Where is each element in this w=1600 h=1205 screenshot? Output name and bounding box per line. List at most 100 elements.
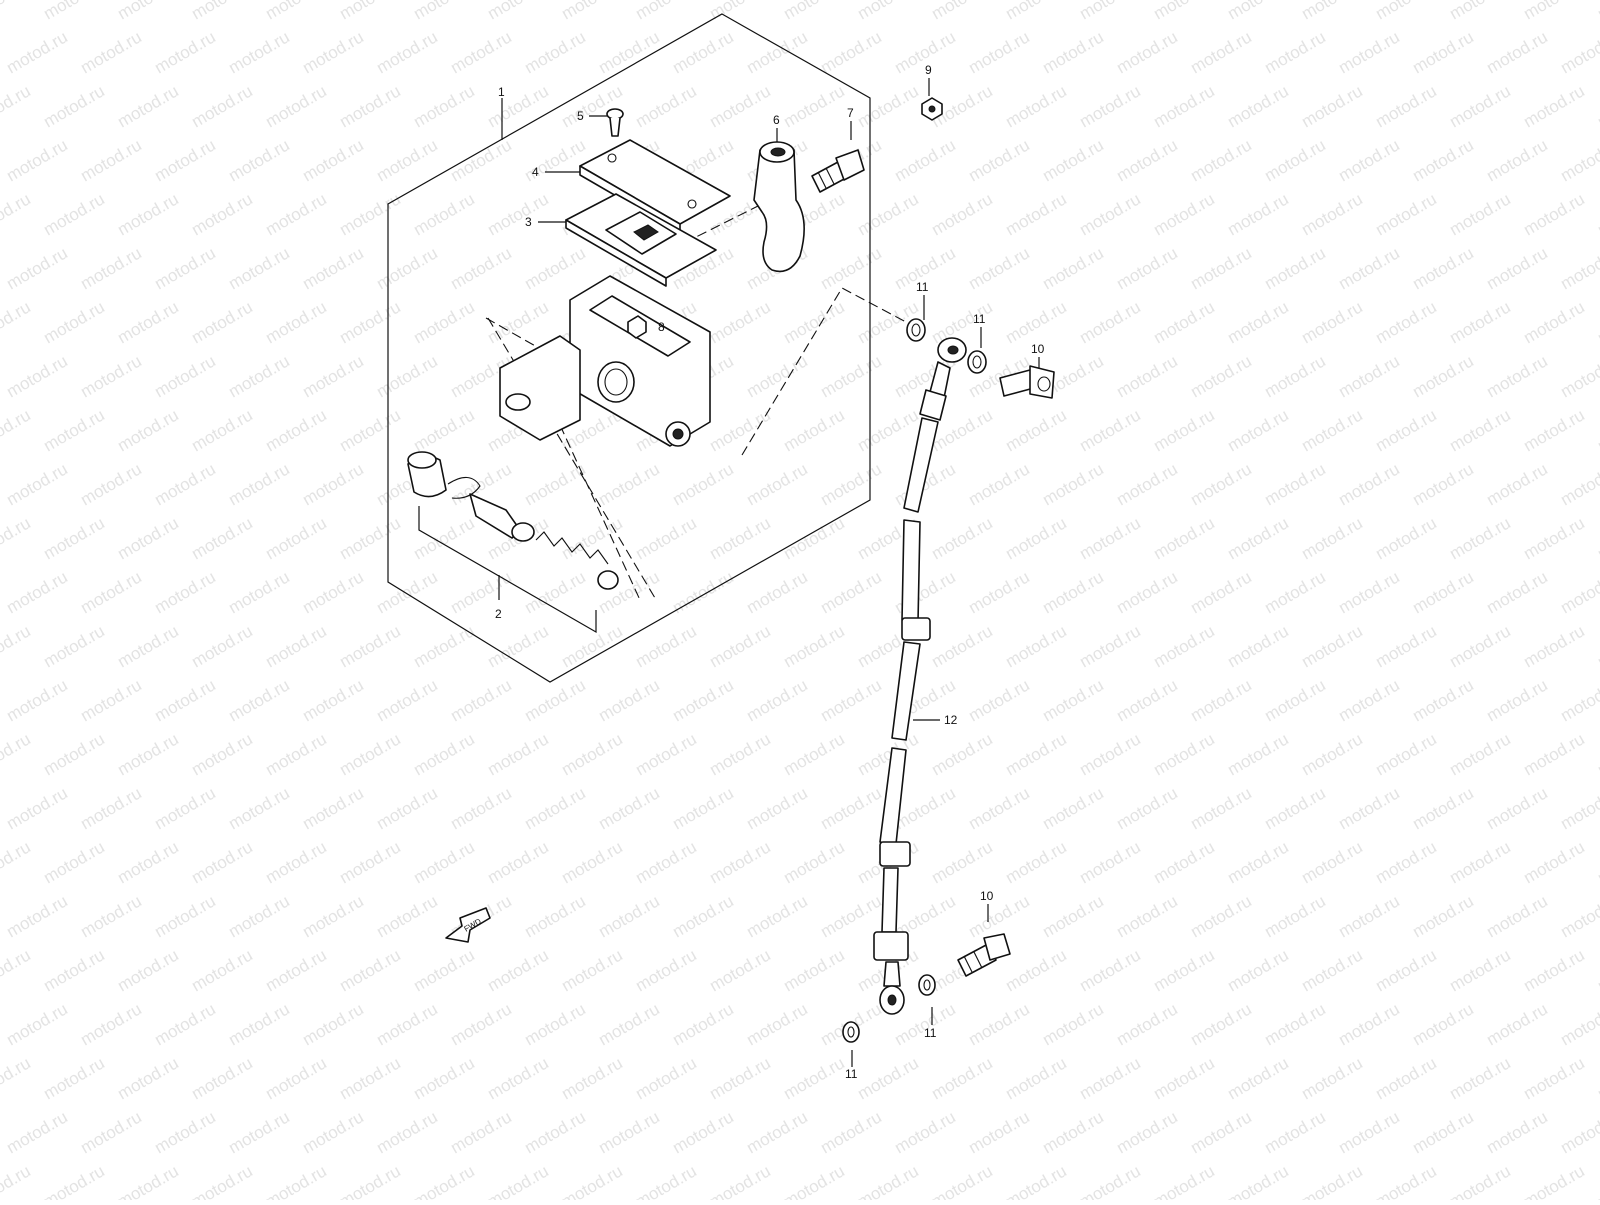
watermark-text: motod.ru xyxy=(1076,81,1144,131)
watermark-text: motod.ru xyxy=(114,405,182,455)
watermark-text: motod.ru xyxy=(3,459,71,509)
watermark-text: motod.ru xyxy=(632,0,700,23)
watermark-text: motod.ru xyxy=(669,999,737,1049)
callout-12: 12 xyxy=(944,713,958,727)
watermark-text: motod.ru xyxy=(299,1107,367,1157)
watermark-text: motod.ru xyxy=(40,513,108,563)
watermark-text: motod.ru xyxy=(410,513,478,563)
watermark-text: motod.ru xyxy=(669,459,737,509)
watermark-text: motod.ru xyxy=(632,945,700,995)
watermark-text: motod.ru xyxy=(40,405,108,455)
watermark-text: motod.ru xyxy=(1298,1053,1366,1103)
watermark-text: motod.ru xyxy=(1483,351,1551,401)
watermark-text: motod.ru xyxy=(1224,81,1292,131)
watermark-text: motod.ru xyxy=(336,189,404,239)
watermark-text: motod.ru xyxy=(965,27,1033,77)
watermark-text: motod.ru xyxy=(373,351,441,401)
watermark-text: motod.ru xyxy=(77,567,145,617)
watermark-text: motod.ru xyxy=(1520,945,1588,995)
watermark-text: motod.ru xyxy=(706,297,774,347)
watermark-text: motod.ru xyxy=(188,189,256,239)
watermark-text: motod.ru xyxy=(1594,837,1600,887)
watermark-text: motod.ru xyxy=(1039,783,1107,833)
watermark-text: motod.ru xyxy=(780,729,848,779)
watermark-text: motod.ru xyxy=(1298,0,1366,23)
watermark-text: motod.ru xyxy=(780,621,848,671)
bleed-cap xyxy=(627,315,647,339)
watermark-text: motod.ru xyxy=(1335,351,1403,401)
watermark-text: motod.ru xyxy=(1261,675,1329,725)
watermark-text: motod.ru xyxy=(780,1161,848,1200)
watermark-text: motod.ru xyxy=(595,27,663,77)
watermark-text: motod.ru xyxy=(1557,1107,1600,1157)
watermark-text: motod.ru xyxy=(151,783,219,833)
watermark-text: motod.ru xyxy=(151,27,219,77)
watermark-text: motod.ru xyxy=(632,1161,700,1200)
watermark-text: motod.ru xyxy=(1594,405,1600,455)
watermark-text: motod.ru xyxy=(1335,1107,1403,1157)
watermark-text: motod.ru xyxy=(1113,783,1181,833)
watermark-text: motod.ru xyxy=(1150,621,1218,671)
watermark-text: motod.ru xyxy=(0,0,34,23)
watermark-text: motod.ru xyxy=(521,675,589,725)
watermark-text: motod.ru xyxy=(3,999,71,1049)
watermark-text: motod.ru xyxy=(262,81,330,131)
watermark-text: motod.ru xyxy=(262,513,330,563)
watermark-text: motod.ru xyxy=(1076,513,1144,563)
watermark-text: motod.ru xyxy=(595,891,663,941)
watermark-text: motod.ru xyxy=(1557,567,1600,617)
watermark-text: motod.ru xyxy=(817,351,885,401)
watermark-text: motod.ru xyxy=(1187,891,1255,941)
watermark-text: motod.ru xyxy=(77,351,145,401)
watermark-text: motod.ru xyxy=(780,1053,848,1103)
watermark-text: motod.ru xyxy=(854,729,922,779)
watermark-text: motod.ru xyxy=(299,891,367,941)
watermark-text: motod.ru xyxy=(225,459,293,509)
watermark-text: motod.ru xyxy=(225,1107,293,1157)
watermark-text: motod.ru xyxy=(1039,675,1107,725)
watermark-text: motod.ru xyxy=(447,783,515,833)
watermark-text: motod.ru xyxy=(1002,1161,1070,1200)
watermark-text: motod.ru xyxy=(225,351,293,401)
watermark-text: motod.ru xyxy=(188,1053,256,1103)
watermark-text: motod.ru xyxy=(1594,1053,1600,1103)
callout-11-upper-right: 11 xyxy=(973,312,986,326)
watermark-text: motod.ru xyxy=(1335,783,1403,833)
watermark-text: motod.ru xyxy=(188,0,256,23)
watermark-text: motod.ru xyxy=(1557,999,1600,1049)
watermark-text: motod.ru xyxy=(1409,567,1477,617)
watermark-text: motod.ru xyxy=(3,675,71,725)
cap-screw xyxy=(606,108,624,137)
leader-lines xyxy=(418,78,1040,1067)
watermark-text: motod.ru xyxy=(1113,675,1181,725)
watermark-text: motod.ru xyxy=(928,1161,996,1200)
watermark-text: motod.ru xyxy=(262,1161,330,1200)
watermark-text: motod.ru xyxy=(225,135,293,185)
watermark-text: motod.ru xyxy=(1446,729,1514,779)
watermark-text: motod.ru xyxy=(706,1053,774,1103)
watermark-text: motod.ru xyxy=(706,405,774,455)
watermark-text: motod.ru xyxy=(299,999,367,1049)
watermark-text: motod.ru xyxy=(669,783,737,833)
watermark-text: motod.ru xyxy=(1076,0,1144,23)
watermark-text: motod.ru xyxy=(558,837,626,887)
watermark-text: motod.ru xyxy=(1557,675,1600,725)
watermark-text: motod.ru xyxy=(1224,189,1292,239)
watermark-text: motod.ru xyxy=(77,459,145,509)
union-bolt-lower xyxy=(957,933,1011,977)
watermark-text: motod.ru xyxy=(336,1053,404,1103)
watermark-text: motod.ru xyxy=(928,0,996,23)
watermark-text: motod.ru xyxy=(1002,945,1070,995)
callout-5: 5 xyxy=(577,109,584,123)
watermark-text: motod.ru xyxy=(188,1161,256,1200)
watermark-text: motod.ru xyxy=(262,945,330,995)
watermark-text: motod.ru xyxy=(336,1161,404,1200)
watermark-text: motod.ru xyxy=(1002,837,1070,887)
callout-6: 6 xyxy=(773,113,780,127)
watermark-text: motod.ru xyxy=(40,1053,108,1103)
watermark-text: motod.ru xyxy=(410,1053,478,1103)
watermark-text: motod.ru xyxy=(1483,459,1551,509)
watermark-text: motod.ru xyxy=(1446,621,1514,671)
watermark-text: motod.ru xyxy=(817,675,885,725)
